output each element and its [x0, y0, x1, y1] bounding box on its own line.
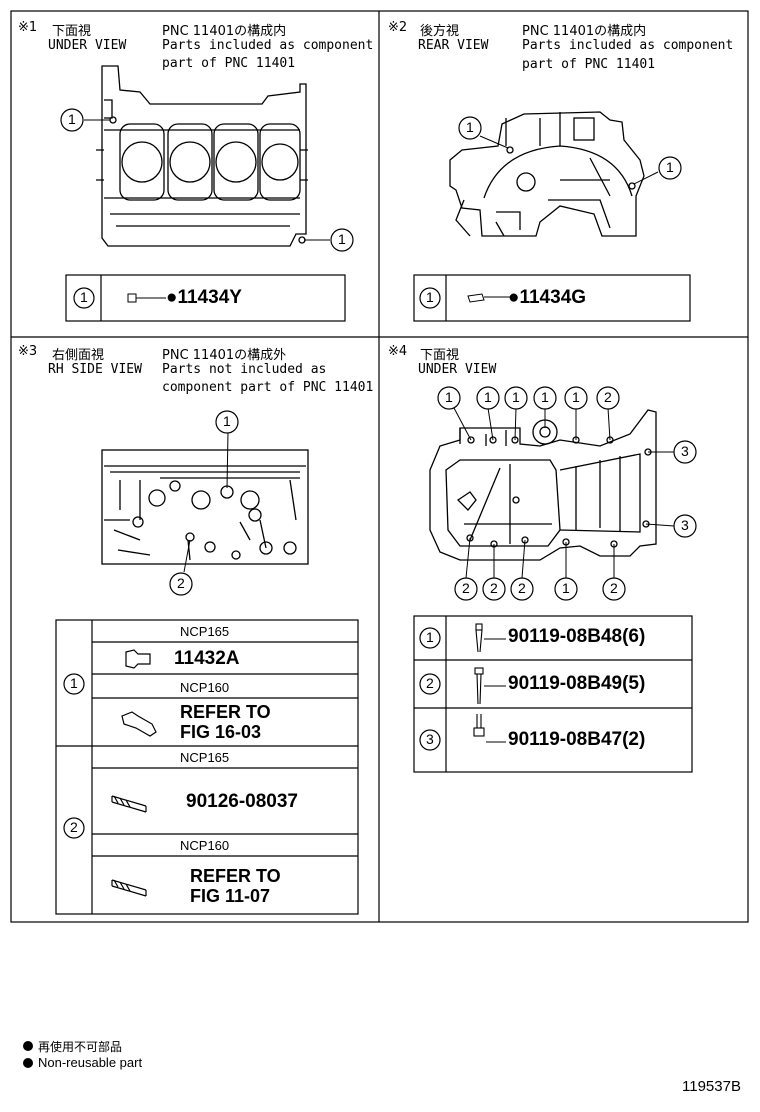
callout-1-right: 1	[338, 231, 346, 247]
row-index-1: 1	[70, 675, 78, 691]
panel-mark: ※3	[18, 344, 38, 359]
callout-1-left: 1	[466, 119, 474, 135]
callout: 1	[484, 389, 492, 405]
callout: 1	[572, 389, 580, 405]
callout: 2	[610, 580, 618, 596]
part-number: 90119-08B49(5)	[508, 673, 646, 694]
note-line-1: Parts included as component	[522, 38, 734, 53]
callout-1: 1	[223, 413, 231, 429]
callout: 1	[445, 389, 453, 405]
part-number: ●11434G	[508, 287, 587, 308]
callout: 1	[562, 580, 570, 596]
part-number: 90119-08B48(6)	[508, 626, 646, 647]
refer-fig-link[interactable]: FIG 16-03	[180, 722, 262, 742]
callout-2: 2	[177, 575, 185, 591]
note-line-1: Parts not included as	[162, 362, 327, 377]
note-line-2: component part of PNC 11401	[162, 380, 374, 395]
panel-mark: ※2	[388, 20, 408, 35]
panel-mark: ※1	[18, 20, 38, 35]
callout: 3	[681, 517, 689, 533]
model-code: NCP160	[180, 680, 230, 695]
pnc-label: PNC 11401の構成外	[162, 348, 287, 363]
model-code: NCP165	[180, 750, 230, 765]
row-index-2: 2	[426, 675, 434, 691]
panel-title-jp: 下面視	[420, 348, 460, 363]
part-number: 90119-08B47(2)	[508, 729, 646, 750]
parts-table-index: 1	[80, 289, 88, 305]
view-label: REAR VIEW	[418, 38, 489, 53]
callout: 1	[512, 389, 520, 405]
part-number: 11432A	[174, 648, 240, 669]
callout: 2	[462, 580, 470, 596]
callout-1-left: 1	[68, 111, 76, 127]
view-label: UNDER VIEW	[48, 38, 127, 53]
refer-text: REFER TO	[190, 866, 281, 886]
parts-table-index: 1	[426, 289, 434, 305]
row-index-1: 1	[426, 629, 434, 645]
callout: 2	[518, 580, 526, 596]
view-label: RH SIDE VIEW	[48, 362, 142, 377]
part-number: ●11434Y	[166, 287, 242, 308]
row-index-2: 2	[70, 819, 78, 835]
callout-1-right: 1	[666, 159, 674, 175]
legend-en: Non-reusable part	[38, 1055, 143, 1070]
pnc-label: PNC 11401の構成内	[522, 24, 647, 39]
pnc-label: PNC 11401の構成内	[162, 24, 287, 39]
figure-id: 119537B	[682, 1078, 741, 1095]
panel-title-jp: 右側面視	[52, 348, 105, 363]
panel-mark: ※4	[388, 344, 408, 359]
note-line-1: Parts included as component	[162, 38, 374, 53]
panel-title-jp: 下面視	[52, 24, 92, 39]
refer-fig-link[interactable]: FIG 11-07	[190, 886, 271, 906]
view-label: UNDER VIEW	[418, 362, 497, 377]
part-number: 90126-08037	[186, 791, 298, 812]
callout: 3	[681, 443, 689, 459]
callout: 1	[541, 389, 549, 405]
note-line-2: part of PNC 11401	[162, 56, 296, 71]
model-code: NCP160	[180, 838, 230, 853]
legend-jp: 再使用不可部品	[38, 1040, 123, 1054]
model-code: NCP165	[180, 624, 230, 639]
callout: 2	[490, 580, 498, 596]
callout: 2	[604, 389, 612, 405]
note-line-2: part of PNC 11401	[522, 57, 656, 72]
panel-title-jp: 後方視	[420, 24, 460, 39]
refer-text: REFER TO	[180, 702, 271, 722]
row-index-3: 3	[426, 731, 434, 747]
